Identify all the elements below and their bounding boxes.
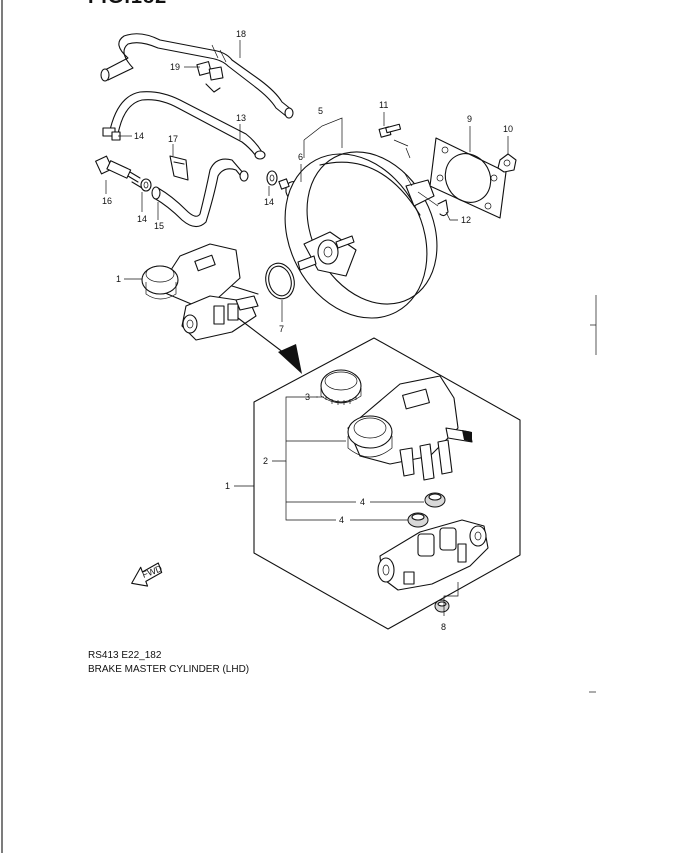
hose-13-end [254,150,266,160]
hose-15-end [151,186,161,200]
callout-8: 8 [441,622,446,632]
hose-18-end-right [284,107,294,119]
booster-stud-lower [297,255,317,271]
seal-8 [434,599,450,613]
callout-17: 17 [168,134,178,144]
callout-19: 19 [170,62,180,72]
callout-1-top: 1 [116,274,121,284]
callout-2: 2 [263,456,268,466]
grommet-4-lower [407,512,429,528]
hose-clip-14-c [266,170,278,186]
vacuum-hose-15 [151,158,249,228]
grommet-4-upper [424,492,446,508]
hose-clip-14-a [102,127,121,141]
o-ring-7 [265,262,295,300]
figure-title: FIG.182 [88,0,167,9]
callout-5: 5 [318,106,323,116]
hose-clip-14-b [140,178,152,192]
vacuum-hose-13 [109,91,266,160]
callout-16: 16 [102,196,112,206]
callout-18: 18 [236,29,246,39]
cylinder-outlet-primary [377,557,395,583]
reservoir-connector [402,388,430,410]
bolt-11 [378,123,409,147]
brake-booster-5 [284,147,439,319]
forward-arrow-icon: FWD [131,562,164,587]
reservoir-cap-3 [320,369,362,405]
hose-clip-19 [196,61,224,93]
callout-9: 9 [467,114,472,124]
callout-4-lower: 4 [339,515,344,525]
cylinder-inlet-port-b [439,527,457,551]
callout-14-c: 14 [264,197,274,207]
vacuum-hose-18 [100,33,294,119]
diagram-code: RS413 E22_182 [88,650,162,661]
master-cylinder-small [141,243,259,341]
callout-14-a: 14 [134,131,144,141]
booster-stud-upper [335,235,355,249]
hose-18-end-left [100,68,110,82]
zoom-indicator-arrow [237,317,302,374]
callout-13: 13 [236,113,246,123]
enlarged-view-frame [253,337,521,630]
callout-7: 7 [279,324,284,334]
reservoir-filler-neck [347,415,393,449]
cylinder-inlet-port-a [417,533,435,557]
clevis-pin-12 [437,199,449,217]
nut-10 [497,153,517,173]
hose-clip-17 [169,155,189,181]
callout-12: 12 [461,215,471,225]
reservoir-2 [347,375,473,481]
vacuum-sensor-16 [95,155,143,189]
callout-10: 10 [503,124,513,134]
master-cylinder-body [377,519,489,591]
cylinder-mounting-flange [469,525,487,547]
callout-14-b: 14 [137,214,147,224]
diagram-caption: BRAKE MASTER CYLINDER (LHD) [88,664,250,675]
callout-1-bottom: 1 [225,481,230,491]
callout-11: 11 [379,100,388,110]
callout-4-upper: 4 [360,497,365,507]
callout-3: 3 [305,392,310,402]
gasket-9 [429,137,507,219]
leader-lines [105,40,509,616]
callout-6: 6 [298,152,303,162]
callout-15: 15 [154,221,164,231]
